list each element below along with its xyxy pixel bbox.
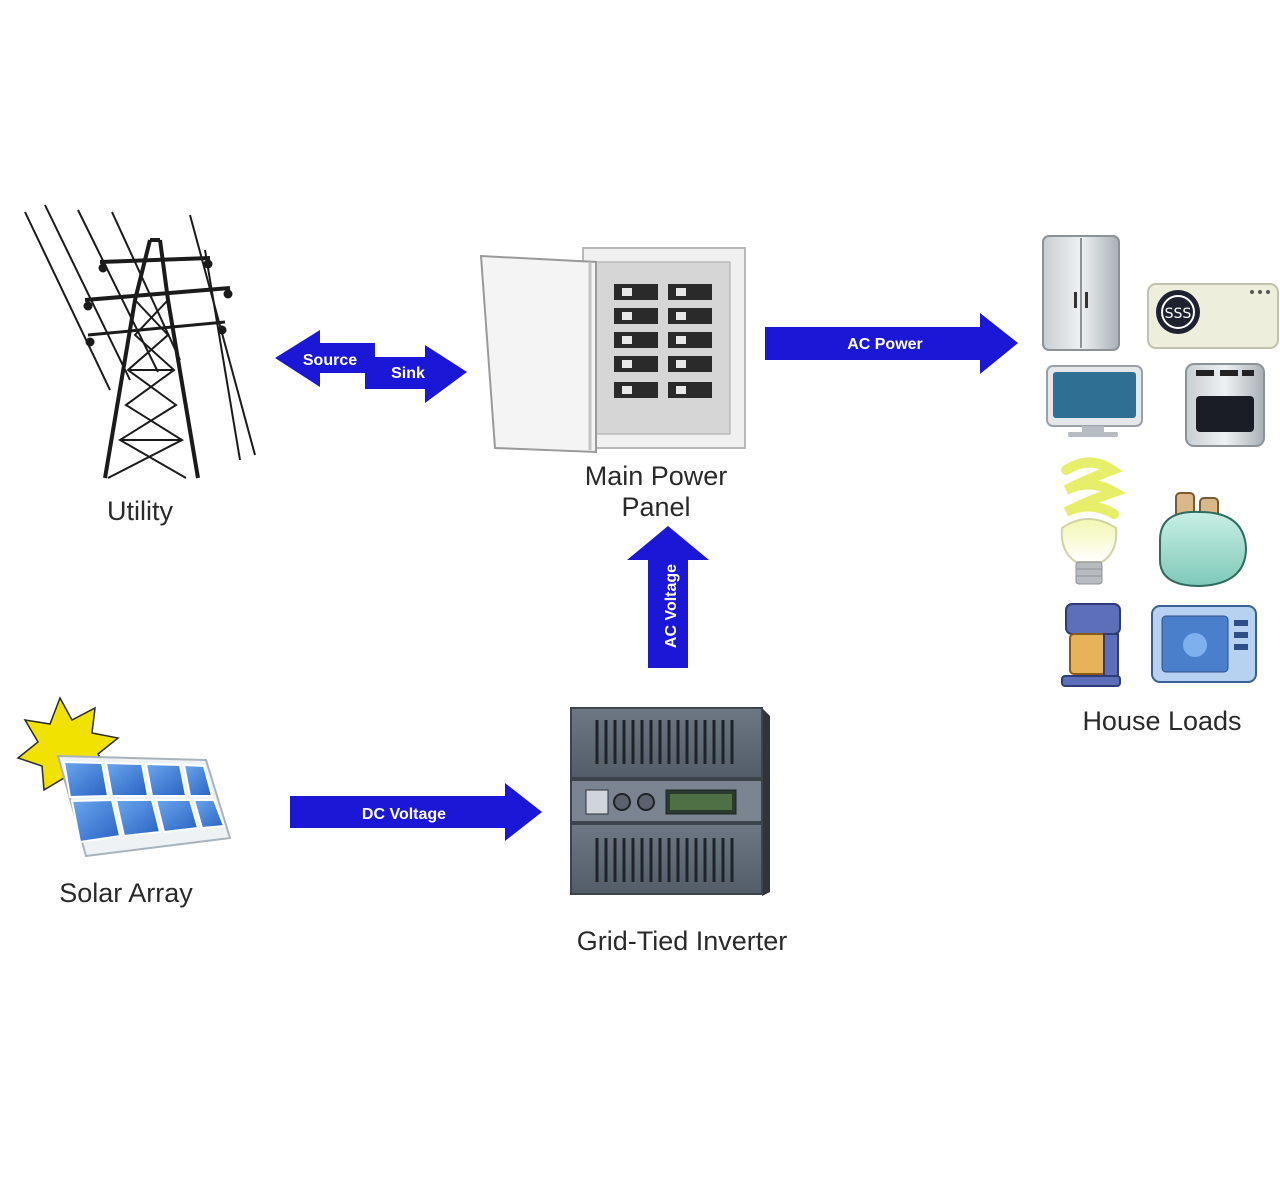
toaster-icon: [1159, 492, 1248, 588]
dc-voltage-arrow: DC Voltage: [290, 783, 542, 841]
blender-icon: [1061, 603, 1121, 687]
washer-dryer-icon: SSS: [1147, 283, 1279, 349]
solar-panel-icon: [16, 696, 232, 858]
light-bulb-icon: [1060, 457, 1127, 585]
house-loads-icons: SSS: [1042, 235, 1279, 687]
television-icon: [1046, 365, 1143, 437]
utility-label: Utility: [107, 496, 173, 526]
source-arrow-shape: [275, 330, 375, 387]
transmission-tower-icon: [24, 204, 256, 479]
panel-door: [479, 254, 597, 454]
source-sink-arrow: Source Sink: [275, 330, 467, 403]
refrigerator-icon: [1042, 235, 1120, 351]
dc-voltage-label: DC Voltage: [362, 806, 446, 823]
svg-text:SSS: SSS: [1165, 306, 1192, 322]
main-panel-label-line2: Panel: [621, 492, 690, 522]
ac-power-arrow: AC Power: [765, 313, 1018, 374]
ac-voltage-label: AC Voltage: [663, 564, 680, 648]
house-loads-label: House Loads: [1082, 706, 1241, 736]
solar-array-label: Solar Array: [59, 878, 193, 908]
inverter-label: Grid-Tied Inverter: [577, 926, 788, 956]
microwave-icon: [1151, 605, 1257, 683]
source-label: Source: [303, 352, 357, 369]
inverter-icon: [570, 707, 770, 896]
oven-icon: [1185, 363, 1265, 447]
ac-voltage-arrow: AC Voltage: [627, 526, 709, 668]
ac-power-label: AC Power: [847, 336, 923, 353]
sink-arrow-shape: [365, 345, 467, 403]
breaker-panel-icon: [479, 247, 746, 454]
main-panel-label-line1: Main Power: [585, 461, 728, 491]
sink-label: Sink: [391, 365, 425, 382]
